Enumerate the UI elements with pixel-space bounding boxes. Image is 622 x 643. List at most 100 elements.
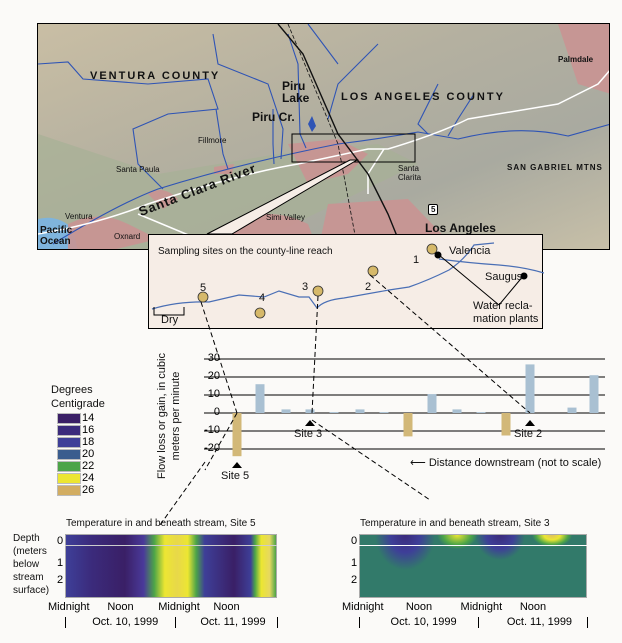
label-fillmore: Fillmore: [198, 136, 227, 145]
interstate-shield: 5: [428, 204, 439, 215]
connector-line: [159, 461, 206, 526]
depth-tick: 1: [351, 557, 358, 569]
county-line: [287, 24, 359, 249]
site-marker-label: Site 5: [221, 470, 250, 482]
sampling-sites-inset: Sampling sites on the county-line reach …: [148, 234, 544, 329]
label-pacific-ocean: Pacific Ocean: [40, 225, 73, 247]
time-tick-label: Midnight: [48, 601, 90, 613]
arrow-left-icon: ⟵: [410, 457, 429, 469]
legend-swatch: [57, 425, 81, 436]
label-palmdale: Palmdale: [558, 55, 594, 64]
legend-label: 22: [82, 460, 95, 472]
legend-label: 20: [82, 448, 95, 460]
time-tick-label: Midnight: [460, 601, 503, 613]
time-tick-label: Noon: [213, 601, 240, 613]
day-divider: [587, 617, 588, 628]
legend-swatch: [57, 485, 81, 496]
site-triangle-icon: [305, 420, 315, 426]
site-marker-label: Site 2: [514, 428, 543, 440]
y-tick-label: 20: [207, 370, 220, 382]
legend-swatch: [57, 437, 81, 448]
loss-bar: [403, 413, 413, 437]
legend-label: 18: [82, 436, 95, 448]
surface-line-site3: [359, 545, 587, 546]
loss-bar: [501, 413, 511, 436]
connector-line: [200, 301, 238, 414]
legend-swatch: [57, 461, 81, 472]
legend-label: 14: [82, 412, 95, 424]
heatmap-site5-title: Temperature in and beneath stream, Site …: [66, 518, 256, 529]
date-label: Oct. 11, 1999: [506, 616, 573, 628]
depth-tick: 2: [351, 574, 358, 586]
label-oxnard: Oxnard: [114, 232, 141, 241]
date-label: Oct. 10, 1999: [390, 616, 457, 628]
day-divider: [359, 617, 360, 628]
site-triangle-icon: [232, 462, 242, 468]
legend-swatch: [57, 449, 81, 460]
label-los-angeles: Los Angeles: [425, 221, 496, 235]
day-divider: [277, 617, 278, 628]
site-2-label: 2: [365, 281, 372, 293]
label-piru-creek: Piru Cr.: [252, 110, 295, 124]
day-divider: [477, 617, 479, 628]
label-san-gabriel-mtns: SAN GABRIEL MTNS: [507, 163, 603, 172]
depth-axis-label: Depth (meters below stream surface): [13, 533, 50, 596]
legend-label: 26: [82, 484, 95, 496]
time-tick-label: Midnight: [158, 601, 200, 613]
label-la-county: LOS ANGELES COUNTY: [341, 91, 505, 103]
heatmap-site3-title: Temperature in and beneath stream, Site …: [360, 518, 550, 529]
gain-bar: [427, 394, 437, 413]
water-reclamation-label: Water recla- mation plants: [473, 300, 539, 325]
site-triangle-icon: [525, 420, 535, 426]
y-tick-label: 30: [207, 352, 220, 364]
label-ventura: Ventura: [65, 212, 93, 221]
legend-label: 24: [82, 472, 95, 484]
label-santa-paula: Santa Paula: [116, 165, 160, 174]
site-markers: [197, 243, 438, 319]
time-tick-label: Midnight: [342, 601, 384, 613]
site-4-marker: [254, 307, 266, 319]
gain-bar: [355, 409, 365, 413]
y-tick-label: -10: [204, 424, 220, 436]
depth-tick: 1: [57, 557, 64, 569]
piru-lake-shape: [308, 116, 316, 132]
depth-tick: 2: [57, 574, 64, 586]
ocean: [38, 217, 78, 249]
gain-bar: [476, 412, 486, 413]
site-marker-label: Site 3: [294, 428, 323, 440]
x-axis-label: ⟵ Distance downstream (not to scale): [410, 456, 601, 469]
time-tick-label: Noon: [405, 601, 433, 613]
loss-bar: [232, 413, 242, 457]
connector-line: [311, 295, 319, 414]
gain-bar: [305, 409, 315, 413]
legend-title: Degrees Centigrade: [51, 384, 105, 410]
gain-bar: [329, 412, 339, 413]
heatmap-site3: [359, 534, 587, 598]
depth-tick: 0: [351, 535, 358, 547]
site-3-label: 3: [302, 281, 309, 293]
relief-map: VENTURA COUNTY LOS ANGELES COUNTY Piru L…: [37, 23, 610, 250]
gain-bar: [589, 375, 599, 413]
day-divider: [65, 617, 66, 628]
gain-bar: [525, 364, 535, 413]
valencia-label: Valencia: [449, 245, 491, 257]
site-2-marker: [367, 265, 379, 277]
inset-title: Sampling sites on the county-line reach: [158, 246, 333, 257]
valencia-plant-marker: [434, 251, 442, 259]
site-4-label: 4: [259, 292, 266, 304]
gain-bar: [281, 409, 291, 413]
site-1-label: 1: [413, 254, 420, 266]
site-5-marker: [197, 291, 209, 303]
depth-tick: 0: [57, 535, 64, 547]
site-5-label: 5: [200, 282, 207, 294]
legend-swatch: [57, 473, 81, 484]
label-simi-valley: Simi Valley: [266, 213, 305, 222]
time-tick-label: Noon: [519, 601, 547, 613]
label-santa-clarita: Santa Clarita: [398, 164, 422, 182]
gain-bar: [567, 407, 577, 413]
inset-stream: [151, 242, 544, 319]
map-graphic: [38, 24, 609, 249]
label-ventura-county: VENTURA COUNTY: [90, 70, 221, 82]
site-1-marker: [426, 243, 438, 255]
